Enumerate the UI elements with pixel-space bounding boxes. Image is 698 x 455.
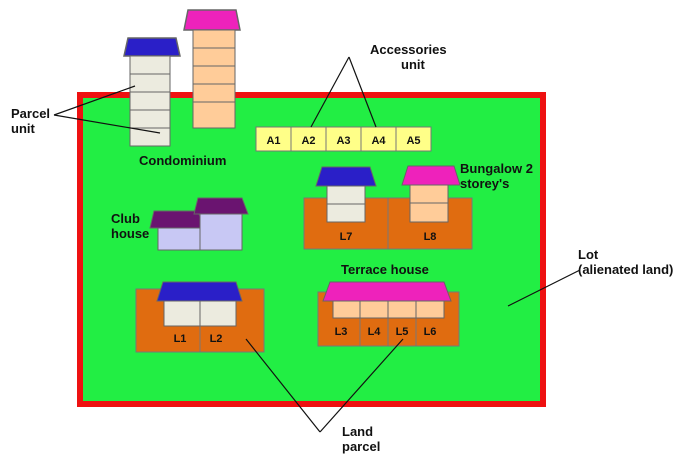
roof-magenta-tower (183, 9, 241, 31)
roof-blue-bungalow (315, 166, 377, 187)
accessory-label: A4 (371, 135, 386, 147)
terrace-house-label: Terrace house (341, 262, 429, 277)
roof-blue-semi (156, 281, 243, 302)
condominium-tower-blue (123, 37, 181, 147)
bungalow-parcels: L7 L8 (303, 165, 473, 250)
leader-accessories-2 (348, 56, 377, 128)
accessory-unit-cell (325, 126, 362, 152)
condominium-label: Condominium (139, 153, 227, 168)
roof-purple-right (193, 197, 249, 215)
parcel-unit-label: Parcel unit (11, 106, 51, 136)
accessory-unit-cell (395, 126, 432, 152)
leader-parcel-unit-2 (53, 114, 161, 134)
club-house (149, 197, 249, 251)
club-house-label: Club house (111, 211, 150, 241)
leader-land-parcel-2 (319, 338, 404, 433)
leader-lot (507, 269, 581, 307)
roof-magenta-terrace (322, 281, 452, 302)
accessory-unit-cell (290, 126, 327, 152)
lot-label: Lot (alienated land) (578, 247, 674, 277)
parcel-label-l7: L7 (340, 231, 353, 243)
accessory-label: A1 (266, 135, 280, 147)
parcel-label-l5: L5 (396, 326, 409, 338)
semi-detached-parcels: L1 L2 (135, 281, 265, 353)
condominium-tower-magenta (183, 9, 241, 129)
leader-accessories-1 (310, 56, 350, 128)
accessory-units: A1 A2 A3 A4 A5 (255, 126, 432, 152)
parcel-label-l3: L3 (335, 326, 348, 338)
accessory-label: A3 (336, 135, 350, 147)
accessory-unit-cell (255, 126, 292, 152)
roof-blue-tower (123, 37, 181, 57)
parcel-label-l8: L8 (424, 231, 437, 243)
leader-parcel-unit-1 (53, 85, 136, 116)
accessory-label: A2 (301, 135, 315, 147)
land-parcel-label: Land parcel (342, 424, 381, 454)
bungalow-label: Bungalow 2 storey's (460, 161, 533, 191)
parcel-label-l2: L2 (210, 333, 223, 345)
parcel-label-l6: L6 (424, 326, 437, 338)
parcel-label-l4: L4 (368, 326, 382, 338)
roof-magenta-bungalow (401, 165, 461, 186)
accessory-label: A5 (406, 135, 420, 147)
parcel-label-l1: L1 (174, 333, 187, 345)
leader-lines (53, 56, 581, 433)
accessories-unit-label: Accessories unit (370, 42, 447, 72)
terrace-parcels: L3 L4 L5 L6 (317, 281, 460, 347)
leader-land-parcel-1 (245, 338, 321, 433)
